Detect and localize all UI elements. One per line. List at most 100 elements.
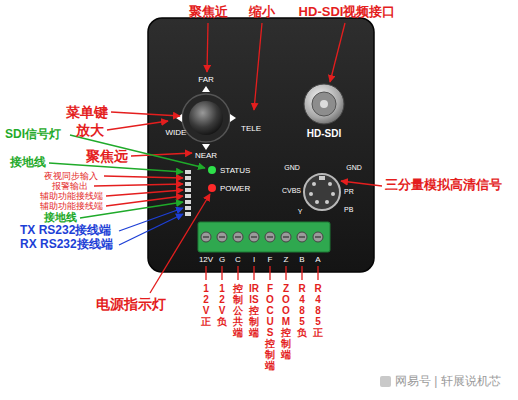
terminal-label: R485负 [297,283,307,338]
terminal-label: 12V正 [201,283,211,327]
leader-line [285,266,286,280]
terminal-block [217,232,227,242]
callout-label: 菜单键 [66,104,108,120]
terminal-block [233,232,243,242]
terminal-block [315,236,321,237]
callout-label: 聚焦远 [86,148,128,164]
terminal-marking: F [268,255,273,264]
terminal-label: R485正 [313,283,323,338]
bnc-connector [304,84,344,124]
terminal-label: 12V负 [217,283,227,327]
leader-line [330,23,345,82]
callout-label: 三分量模拟高清信号 [385,178,502,193]
mini-din-socket [325,200,329,204]
terminal-label: IRIS控制端 [249,283,259,338]
leader-line [106,190,183,196]
leader-line [254,23,262,110]
leader-line [269,266,270,280]
mini-din-socket [309,192,313,196]
leader-line [104,176,183,178]
leader-line [207,23,208,72]
terminal-marking: I [253,255,255,264]
terminal-marking: 12V [199,255,213,264]
leader-line [94,23,382,293]
terminal-block [297,232,307,242]
pin-label: Y [298,208,303,216]
leader-line [94,184,183,186]
mini-din-socket [319,176,325,180]
terminal-block [313,232,323,242]
menu-button [182,94,230,142]
terminal-marking: G [219,255,225,264]
callout-label: 放大 [76,122,104,138]
terminal-label: 控制公共端 [233,283,243,338]
terminal-block [203,236,321,237]
panel-marking: STATUS [220,166,250,175]
mini-din-socket [331,192,335,196]
mini-din-socket [304,174,340,210]
callout-label: 接地线 [10,156,46,170]
mini-din-socket [312,182,316,186]
terminal-label: FOCUS控制端 [265,283,275,371]
terminal-block [283,236,289,237]
terminal-block [198,222,330,252]
leader-line [111,112,180,116]
terminal-block [201,232,211,242]
callout-label: 电源指示灯 [96,296,166,312]
terminal-block [267,236,273,237]
menu-button [230,114,236,122]
leader-line [70,135,205,168]
leader-line [119,208,183,231]
wire-contacts [185,200,191,204]
leader-line [317,266,318,280]
leader-line [221,266,222,280]
pin-label: CVBS [282,187,301,195]
menu-button [176,86,236,150]
callout-label: 夜视同步输入 [44,171,98,181]
callout-label: HD-SDI视频接口 [299,5,396,20]
panel-marking: NEAR [195,151,217,160]
menu-button [202,144,210,150]
mini-din-socket [315,200,319,204]
menu-button [202,86,210,92]
indicator-led [208,166,216,174]
callout-label: 报警输出 [52,181,88,191]
panel-marking: TELE [241,124,261,133]
mini-din-socket [304,174,340,210]
wire-contacts [185,182,191,186]
terminal-block [201,232,323,242]
leader-line [301,266,302,280]
terminal-block [249,232,259,242]
indicator-led [208,166,216,192]
bnc-connector [312,92,336,116]
leader-line [205,266,206,280]
terminal-marking: A [315,255,320,264]
leader-line [107,121,168,130]
terminal-block [251,236,257,237]
bnc-connector [304,84,344,124]
wire-contacts [185,194,191,198]
wire-contacts [185,176,191,180]
terminal-block [281,232,291,242]
terminal-block [235,236,241,237]
leader-line [237,266,238,280]
indicator-led [208,184,216,192]
leader-line [341,181,382,186]
terminal-block [198,222,330,252]
terminal-marking: Z [284,255,289,264]
callout-label: RX RS232接线端 [20,238,113,252]
wire-contacts [185,188,191,192]
pin-label: PR [344,188,354,196]
callout-label: 辅助功能接线端 [40,191,103,201]
pin-label: GND [284,164,300,172]
callout-label: 辅助功能接线端 [40,201,103,211]
terminal-block [219,236,225,237]
watermark: 网易号 | 轩展说机芯 [395,375,501,389]
camera-body [148,18,374,272]
terminal-block [265,232,275,242]
panel-marking: POWER [220,184,250,193]
callout-label: 缩小 [249,5,275,20]
callout-label: 聚焦近 [189,5,228,20]
callout-label: SDI信号灯 [5,128,61,142]
